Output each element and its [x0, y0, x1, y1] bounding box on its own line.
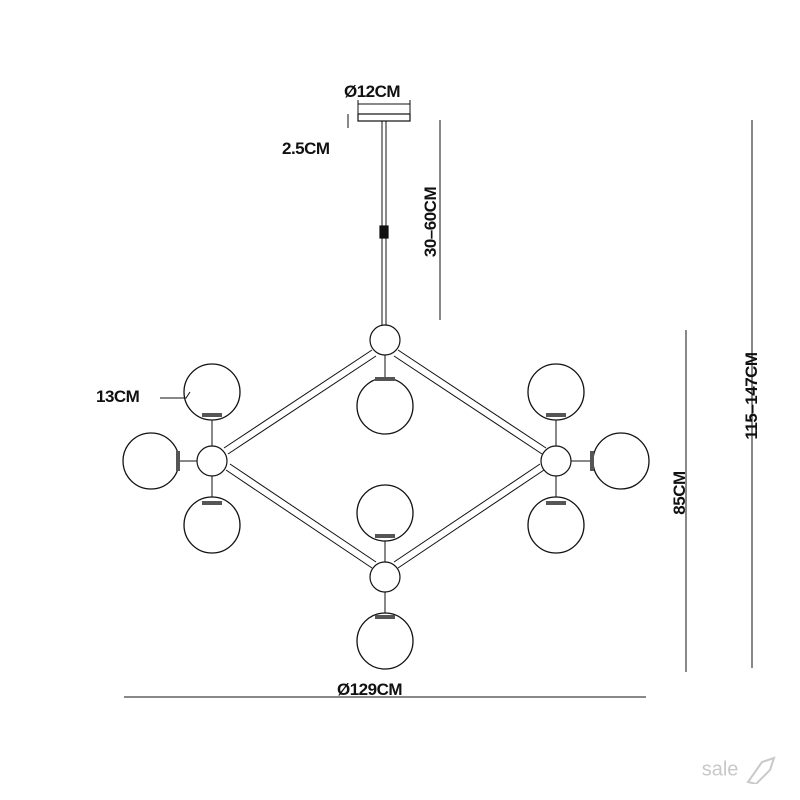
hub-left: [196, 445, 228, 477]
globe-right-side: [592, 432, 650, 490]
watermark-text: sale: [701, 758, 739, 781]
globe-bottom: [356, 612, 414, 670]
globe-right-up: [527, 363, 585, 421]
canopy-height-label: 2.5CM: [282, 139, 330, 158]
tag-icon: [746, 756, 776, 786]
canopy-diameter-label: Ø12CM: [344, 82, 401, 101]
overall-width-label: Ø129CM: [337, 680, 403, 699]
dimension-lines: [124, 100, 753, 698]
globe-left-up: [183, 363, 241, 421]
globe-center: [356, 484, 414, 542]
globe-right-down: [527, 496, 585, 554]
total-height-label: 115–147CM: [742, 352, 761, 440]
hub-bottom: [369, 561, 401, 593]
body-height-label: 85CM: [670, 471, 689, 515]
globe-diameter-label: 13CM: [96, 387, 140, 406]
hub-top: [369, 324, 401, 356]
globe-top: [356, 377, 414, 435]
watermark-logo: sale: [701, 756, 778, 786]
globe-left-down: [183, 496, 241, 554]
globes: [122, 363, 650, 670]
hub-right: [540, 445, 572, 477]
rod-length-label: 30–60CM: [421, 186, 440, 258]
canopy: [357, 113, 411, 122]
rod-joint: [379, 225, 389, 239]
frame-arms: [223, 349, 547, 569]
globe-left-side: [122, 432, 180, 490]
